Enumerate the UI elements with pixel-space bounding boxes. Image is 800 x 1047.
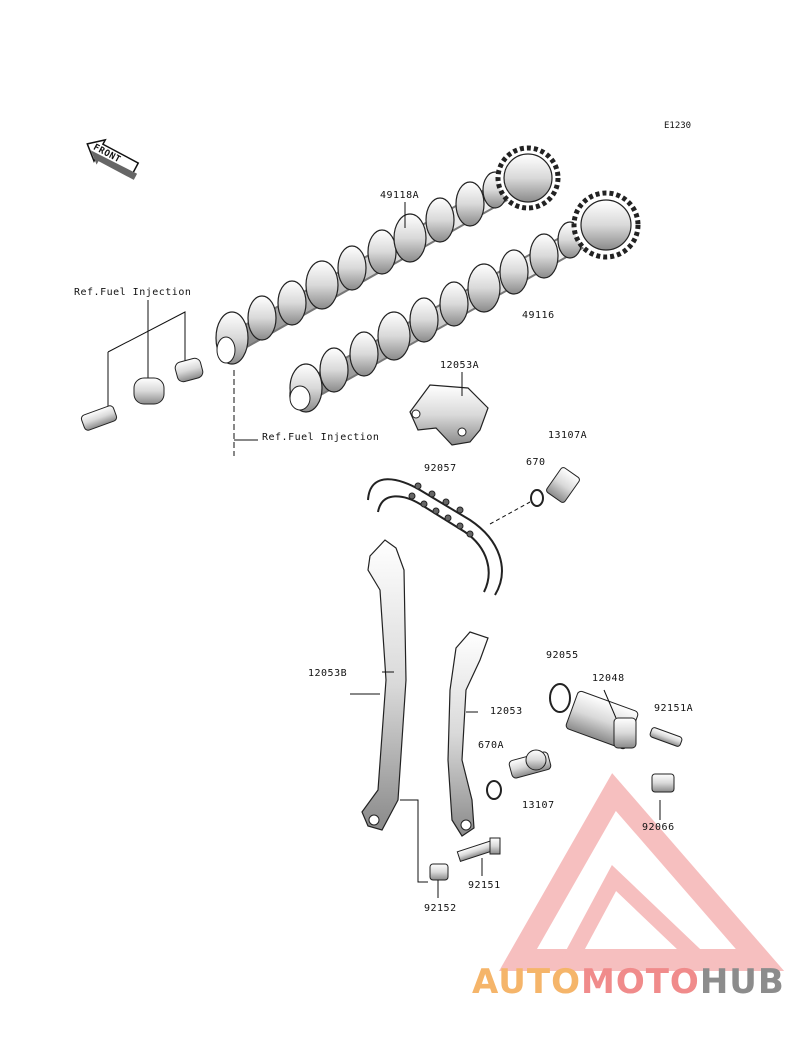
chain-guide-left — [361, 539, 407, 831]
collar-92152 — [400, 799, 449, 898]
cam-chain — [367, 478, 503, 596]
part-label-92057: 92057 — [424, 463, 457, 474]
part-label-49116: 49116 — [522, 310, 555, 321]
watermark-text: AUTOMOTOHUB — [472, 962, 785, 1002]
part-label-13107: 13107 — [522, 800, 555, 811]
intake-camshaft — [215, 145, 561, 365]
bolt-13107a — [489, 467, 580, 525]
part-label-92066: 92066 — [642, 822, 675, 833]
fuel-injection-parts — [80, 300, 258, 456]
exhaust-camshaft — [289, 190, 641, 413]
ref-fuel-injection-label-2: Ref.Fuel Injection — [262, 432, 380, 443]
bolt-92151 — [456, 837, 501, 876]
watermark-logo — [499, 773, 785, 971]
part-label-92055: 92055 — [546, 650, 579, 661]
diagram-code: E1230 — [664, 121, 692, 131]
ref-fuel-injection-label-1: Ref.Fuel Injection — [74, 287, 192, 298]
part-label-670a: 670A — [478, 740, 505, 751]
part-label-12053b: 12053B — [308, 668, 348, 679]
part-label-92151: 92151 — [468, 880, 501, 891]
part-label-92152: 92152 — [424, 903, 457, 914]
part-label-12048: 12048 — [592, 673, 625, 684]
bolt-13107 — [486, 749, 552, 800]
tensioner-assembly — [549, 683, 683, 820]
part-label-670: 670 — [526, 457, 546, 468]
watermark-part-moto: MOTO — [580, 962, 700, 1002]
part-label-92151a: 92151A — [654, 703, 694, 714]
part-label-12053: 12053 — [490, 706, 523, 717]
chain-guide-right — [447, 631, 489, 837]
front-arrow-icon — [86, 138, 140, 180]
part-label-13107a: 13107A — [548, 430, 588, 441]
watermark-part-auto: AUTO — [472, 962, 581, 1002]
part-label-12053a: 12053A — [440, 360, 480, 371]
leader-lines — [350, 202, 478, 713]
watermark-part-hub: HUB — [699, 962, 785, 1002]
chain-guide-top — [409, 372, 489, 446]
part-label-49118a: 49118A — [380, 190, 420, 201]
